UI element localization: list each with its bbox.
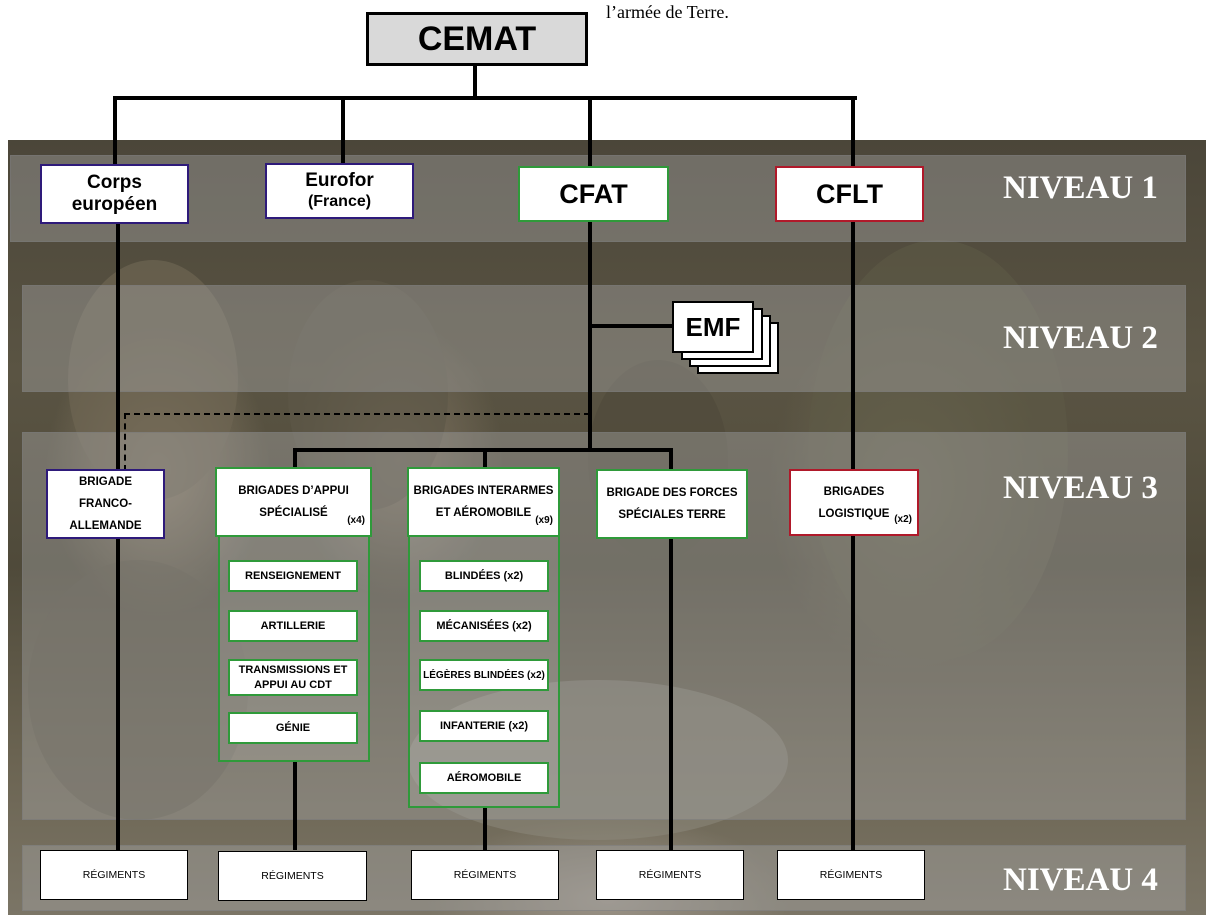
appui-count: (x4) (347, 515, 365, 526)
interarmes-item: BLINDÉES (x2) (419, 560, 549, 592)
brigades-interarmes-box: BRIGADES INTERARMES ET AÉROMOBILE (x9) (407, 467, 560, 537)
connector (851, 222, 855, 470)
eurofor-label: Eurofor (305, 170, 374, 191)
level-4-label: NIVEAU 4 (1003, 862, 1158, 898)
eurofor-sub-label: (France) (307, 193, 372, 210)
connector (483, 808, 487, 850)
dashed-connector (124, 413, 590, 415)
level-2-band (22, 285, 1186, 392)
logistique-count: (x2) (894, 514, 912, 525)
appui-item: GÉNIE (228, 712, 358, 744)
dashed-connector (124, 413, 126, 471)
connector (669, 538, 673, 850)
level-1-label: NIVEAU 1 (1003, 170, 1158, 206)
brigades-logistique-box: BRIGADES LOGISTIQUE (x2) (789, 469, 919, 536)
caption: l’armée de Terre. (606, 2, 729, 22)
connector (588, 222, 592, 448)
brigade-forces-speciales-box: BRIGADE DES FORCES SPÉCIALES TERRE (596, 469, 748, 539)
connector (588, 96, 592, 168)
connector (293, 762, 297, 850)
cfat-box: CFAT (518, 166, 669, 222)
brigade-forces-speciales-label: BRIGADE DES FORCES SPÉCIALES TERRE (606, 487, 738, 521)
interarmes-item: MÉCANISÉES (x2) (419, 610, 549, 642)
cemat-box: CEMAT (366, 12, 588, 66)
regiments-box: RÉGIMENTS (596, 850, 744, 900)
interarmes-item: INFANTERIE (x2) (419, 710, 549, 742)
background-photo (8, 140, 1206, 915)
brigades-appui-box: BRIGADES D’APPUI SPÉCIALISÉ (x4) (215, 467, 372, 537)
connector (293, 448, 297, 470)
corps-europeen-label: Corps européen (71, 172, 158, 215)
connector (669, 448, 673, 470)
regiments-box: RÉGIMENTS (218, 851, 367, 901)
interarmes-count: (x9) (535, 515, 553, 526)
appui-item: TRANSMISSIONS ET APPUI AU CDT (228, 659, 358, 696)
brigades-logistique-label: BRIGADES LOGISTIQUE (818, 485, 890, 520)
brigades-interarmes-label: BRIGADES INTERARMES ET AÉROMOBILE (413, 485, 554, 519)
connector (588, 324, 678, 328)
corps-europeen-box: Corps européen (40, 164, 189, 224)
regiments-box: RÉGIMENTS (40, 850, 188, 900)
appui-item: ARTILLERIE (228, 610, 358, 642)
cflt-box: CFLT (775, 166, 924, 222)
brigade-franco-allemande-box: BRIGADE FRANCO-ALLEMANDE (46, 469, 165, 539)
level-3-label: NIVEAU 3 (1003, 470, 1158, 506)
connector (473, 64, 477, 98)
eurofor-box: Eurofor (France) (265, 163, 414, 219)
regiments-box: RÉGIMENTS (411, 850, 559, 900)
level-2-label: NIVEAU 2 (1003, 320, 1158, 356)
connector (113, 96, 117, 170)
connector (851, 536, 855, 850)
brigade-franco-allemande-label: BRIGADE FRANCO-ALLEMANDE (69, 476, 142, 532)
connector (113, 96, 857, 100)
brigades-appui-label: BRIGADES D’APPUI SPÉCIALISÉ (238, 485, 349, 519)
interarmes-item: AÉROMOBILE (419, 762, 549, 794)
appui-item: RENSEIGNEMENT (228, 560, 358, 592)
connector (116, 538, 120, 850)
emf-box: EMF (672, 301, 754, 353)
connector (341, 96, 345, 166)
regiments-box: RÉGIMENTS (777, 850, 925, 900)
connector (851, 96, 855, 168)
interarmes-item: LÉGÈRES BLINDÉES (x2) (419, 659, 549, 691)
connector (483, 448, 487, 470)
connector (116, 222, 120, 470)
